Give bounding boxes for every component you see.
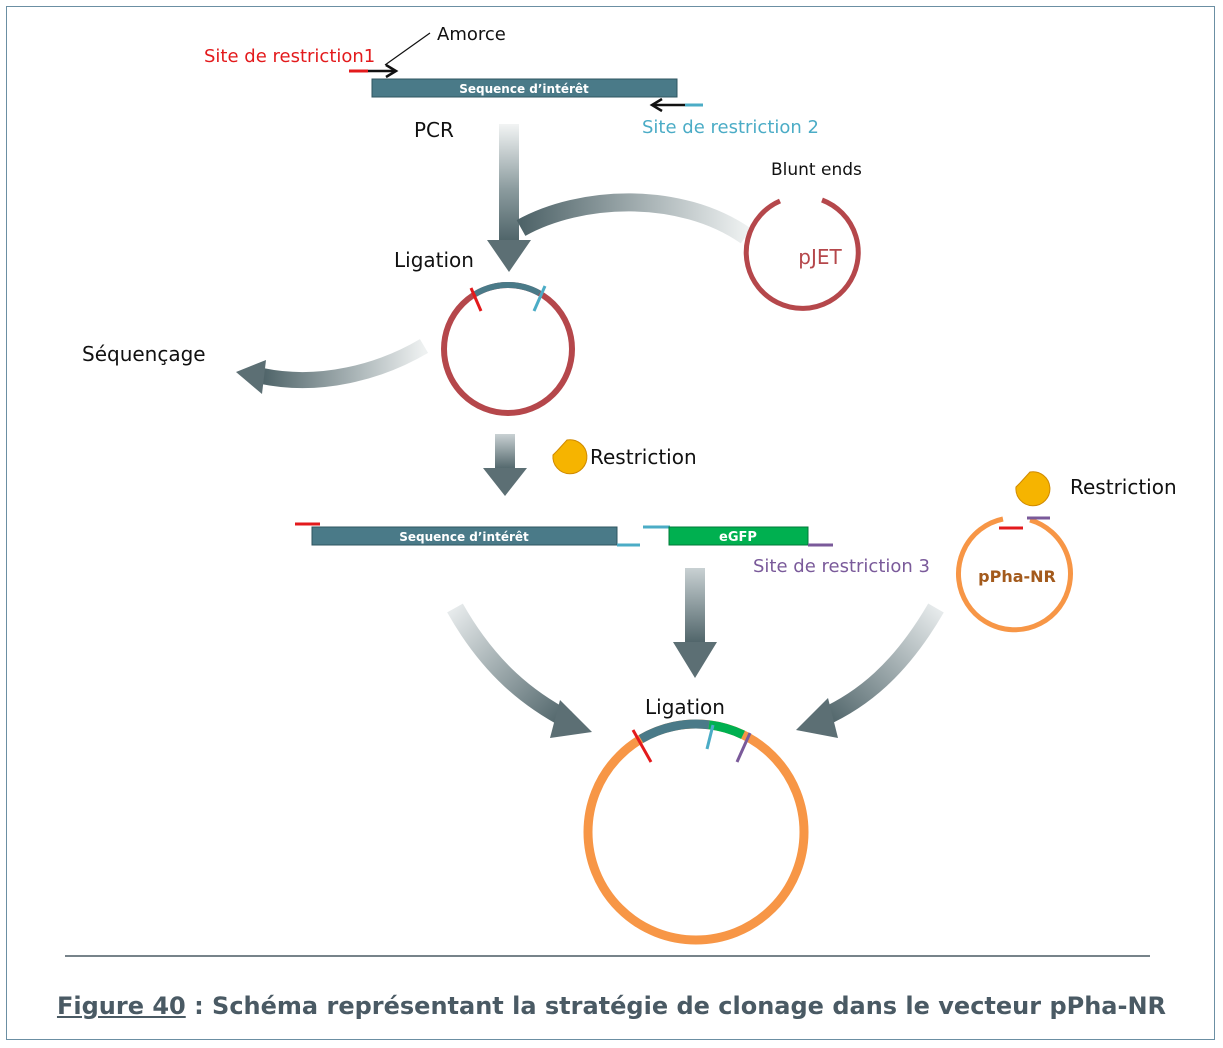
sequencing-label: Séquençage	[82, 342, 206, 366]
sequence-label-digested: Sequence d’intérêt	[399, 530, 529, 544]
left-converging-arrow	[447, 603, 592, 738]
pjet-insert-curve-arrow	[516, 193, 752, 244]
pjet-with-insert	[441, 282, 575, 416]
enzyme-icon-2	[1015, 471, 1051, 507]
final-site1	[631, 729, 653, 763]
sequencing-arrow	[236, 339, 429, 394]
forward-primer-head	[385, 63, 399, 79]
caption-text: : Schéma représentant la stratégie de cl…	[185, 992, 1167, 1020]
insert-arc	[473, 282, 541, 297]
ppha-vector: pPha-NR	[956, 516, 1073, 633]
restriction-site-1-label: Site de restriction1	[204, 46, 375, 67]
ligation-label-top: Ligation	[394, 248, 474, 272]
figure-number: Figure 40	[56, 992, 186, 1020]
pjet-label: pJET	[798, 245, 842, 269]
final-site2	[705, 724, 715, 750]
restriction-label-1: Restriction	[590, 445, 697, 469]
ligation-label-bottom: Ligation	[645, 695, 725, 719]
restriction-site-2-label: Site de restriction 2	[642, 117, 819, 138]
enzyme-icon	[552, 439, 588, 475]
right-converging-arrow	[796, 603, 944, 738]
ppha-label: pPha-NR	[978, 567, 1056, 586]
final-site3	[735, 732, 752, 763]
sequence-label-top: Sequence d’intérêt	[459, 82, 589, 96]
reverse-primer-head	[649, 97, 663, 113]
pcr-template: Sequence d’intérêt Amorce Site de restri…	[204, 24, 819, 142]
pcr-down-arrow	[487, 124, 531, 272]
sequence-bar-top	[371, 78, 678, 98]
site1-mark	[469, 287, 483, 312]
blunt-ends-label: Blunt ends	[771, 160, 862, 180]
figure-frame	[6, 6, 1215, 1040]
restriction-down-arrow	[483, 434, 527, 496]
pjet-vector: pJET Blunt ends	[743, 160, 862, 311]
figure-caption: Figure 40 : Schéma représentant la strat…	[0, 992, 1223, 1020]
restriction-site-3-label: Site de restriction 3	[753, 556, 930, 577]
primer-label: Amorce	[437, 24, 506, 45]
pcr-label: PCR	[414, 118, 454, 142]
site2-mark	[532, 285, 547, 312]
final-egfp-arc	[708, 720, 745, 739]
primer-pointer	[384, 32, 431, 66]
final-insert-arc	[638, 719, 710, 743]
egfp-bar	[668, 526, 809, 546]
center-down-arrow	[673, 568, 717, 678]
egfp-label: eGFP	[719, 530, 757, 545]
final-construct	[583, 719, 809, 945]
restriction-label-2: Restriction	[1070, 475, 1177, 499]
digested-fragments: Sequence d’intérêt eGFP	[295, 522, 833, 547]
sequence-bar-digested	[311, 526, 618, 546]
